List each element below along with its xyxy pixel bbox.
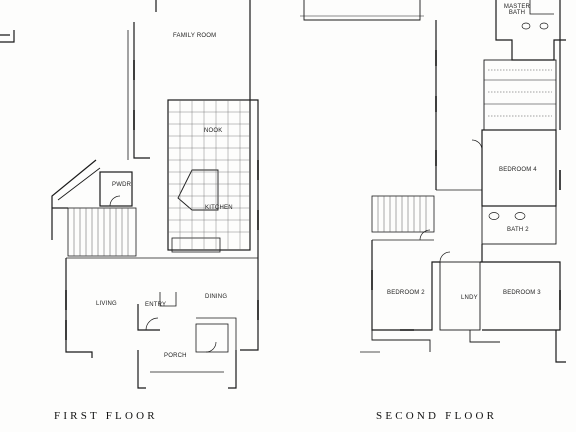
- dining-nook: [195, 323, 229, 353]
- room-label-bath-2: BATH 2: [507, 227, 529, 233]
- bedroom-3: [480, 244, 561, 331]
- wall-segment: [0, 30, 15, 43]
- room-label-nook: NOOK: [204, 128, 223, 134]
- wall-segment: [484, 79, 556, 105]
- room-label-master-bath: MASTER BATH: [503, 4, 531, 16]
- room-label-porch: PORCH: [164, 353, 187, 359]
- room-label-family-room: FAMILY ROOM: [173, 33, 217, 39]
- room-label-bedroom-3: BEDROOM 3: [503, 290, 541, 296]
- bath-fixtures: [488, 22, 549, 220]
- second-floor-caption: SECOND FLOOR: [376, 410, 498, 422]
- stair-upper: [371, 195, 435, 233]
- room-label-kitchen: KITCHEN: [205, 205, 233, 211]
- stair-treads: [73, 208, 129, 256]
- wall-segment: [57, 167, 101, 201]
- door-swings-upper: [419, 139, 483, 263]
- pwdr-room: [99, 171, 133, 207]
- porch-wall: [137, 350, 237, 389]
- wall-segment: [137, 304, 160, 331]
- room-label-entry: ENTRY: [145, 302, 167, 308]
- closet-rods: [488, 69, 552, 117]
- roof-outline: [303, 0, 421, 21]
- lndy-room: [439, 261, 481, 331]
- bedroom-2: [371, 240, 440, 331]
- room-label-bedroom-4: BEDROOM 4: [499, 167, 537, 173]
- stair-lower: [67, 207, 137, 257]
- wall-segment: [240, 250, 259, 351]
- kitchen-tile-grid: [168, 100, 250, 250]
- room-label-dining: DINING: [205, 294, 228, 300]
- kitchen-room: [167, 99, 251, 251]
- room-label-living: LIVING: [96, 301, 117, 307]
- room-label-lndy: LNDY: [461, 295, 478, 301]
- door-swings: [109, 195, 217, 353]
- room-label-pwdr: PWDR: [112, 182, 132, 188]
- wall-segment: [371, 330, 500, 352]
- wall-segment: [555, 330, 566, 363]
- first-floor-caption: FIRST FLOOR: [54, 410, 158, 422]
- closet-block: [483, 59, 557, 131]
- entry-closet: [159, 292, 177, 307]
- stair-treads-upper: [377, 196, 427, 232]
- bath-2-room: [481, 205, 557, 245]
- wall-segment: [51, 159, 97, 240]
- room-label-bedroom-2: BEDROOM 2: [387, 290, 425, 296]
- wall-segment: [196, 317, 237, 350]
- kitchen-counter: [171, 237, 221, 253]
- window-marks-upper: [371, 50, 561, 331]
- wall-segment: [529, 0, 554, 15]
- window-marks: [65, 60, 259, 340]
